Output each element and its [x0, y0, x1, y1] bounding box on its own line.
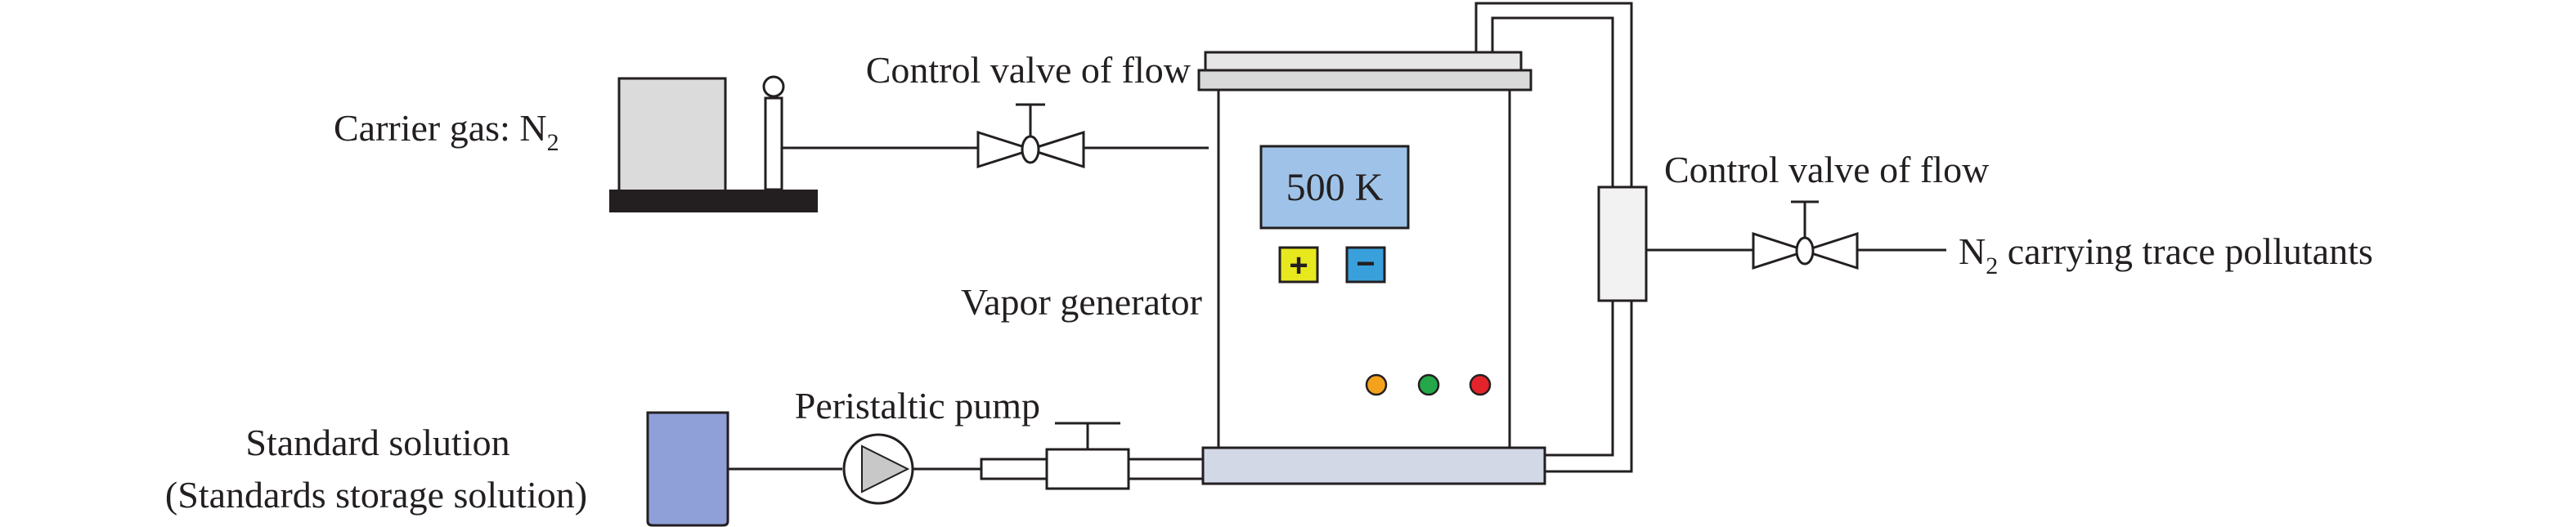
- generator-bottom-bar: [1201, 446, 1546, 485]
- carrier-gas-subscript: 2: [547, 129, 559, 156]
- peristaltic-pump-icon: [842, 433, 914, 505]
- temperature-readout: 500 K: [1286, 166, 1384, 209]
- output-label: N2 carrying trace pollutants: [1959, 230, 2373, 279]
- gas-regulator-knob: [762, 75, 785, 98]
- gas-regulator-tube: [764, 96, 783, 191]
- peristaltic-pump-label: Peristaltic pump: [795, 385, 1040, 427]
- indicator-light-red: [1469, 373, 1492, 396]
- cylinder-base-plate: [609, 190, 818, 212]
- standard-solution-sublabel: (Standards storage solution): [165, 474, 587, 516]
- carrier-gas-label: Carrier gas: N2: [334, 107, 559, 156]
- standard-solution-label: Standard solution: [245, 422, 509, 463]
- gas-cylinder-body: [617, 77, 727, 203]
- plus-icon: +: [1289, 248, 1308, 284]
- outlet-tubing: [1474, 2, 1633, 473]
- minus-icon: −: [1356, 246, 1375, 282]
- carrier-gas-text: Carrier gas: N: [334, 107, 547, 149]
- generator-lid: [1197, 69, 1533, 92]
- indicator-light-green: [1417, 373, 1440, 396]
- output-subscript: 2: [1986, 252, 1998, 279]
- output-n: N: [1959, 230, 1986, 272]
- vapor-generator-label: Vapor generator: [961, 281, 1202, 323]
- temperature-display: [1259, 145, 1410, 230]
- top-control-valve-label: Control valve of flow: [866, 49, 1192, 91]
- top-control-valve-icon: [976, 103, 1085, 169]
- indicator-light-orange: [1365, 373, 1388, 396]
- right-control-valve-label: Control valve of flow: [1664, 149, 1990, 190]
- minus-button[interactable]: −: [1345, 246, 1386, 284]
- generator-lid-top: [1204, 51, 1523, 74]
- standard-solution-beaker-icon: [646, 411, 729, 527]
- vapor-generator: 500 K + −: [1197, 51, 1546, 485]
- outlet-chamber: [1597, 185, 1648, 302]
- inlet-fitting: [980, 422, 1205, 490]
- output-text: carrying trace pollutants: [1998, 230, 2373, 272]
- carrier-gas-supply: [609, 75, 818, 212]
- plus-button[interactable]: +: [1278, 246, 1319, 284]
- right-control-valve-icon: [1752, 200, 1859, 270]
